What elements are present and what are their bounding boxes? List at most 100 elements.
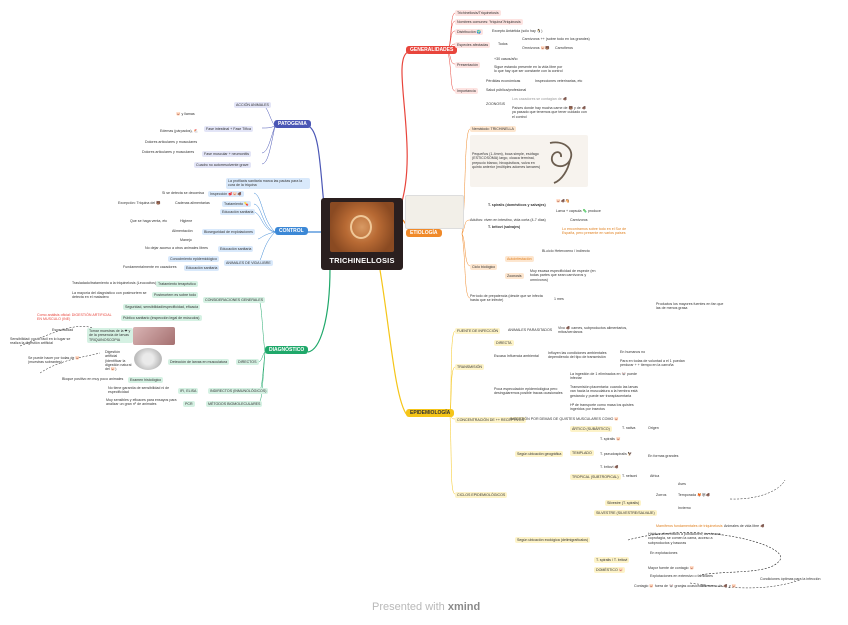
etio-item[interactable]: 🐷🐗🐴	[556, 199, 570, 203]
epi-item[interactable]: Mamíferos fundamentales de triquinelosis	[656, 524, 723, 528]
etio-item[interactable]: Muy escasa especificidad de especie (en …	[530, 269, 596, 282]
etio-item[interactable]: Ciclo biológico	[470, 264, 498, 271]
etio-item[interactable]: T. spiralis (domésticos y salvajes)	[488, 203, 546, 207]
epi-item[interactable]: Escasa Influencia ambiental	[494, 354, 539, 358]
gen-item[interactable]: Salud pública/profesional	[486, 88, 527, 92]
pat-item[interactable]: Edemas (párpados), 🐔	[160, 129, 199, 133]
epi-item[interactable]: CICLOS EPIDEMIOLÓGICOS	[455, 492, 508, 499]
etio-item[interactable]: Autoinfestación	[505, 256, 534, 263]
gen-item[interactable]: Omnívoros 🐷🐻	[522, 46, 550, 50]
gen-item[interactable]: Carnívoros ++ (sobre todo en los grandes…	[522, 37, 590, 41]
epi-item[interactable]: Para en todas de voluntad a el 1 puedan …	[620, 359, 685, 368]
epi-item[interactable]: En formas grandes	[648, 454, 679, 458]
epi-item[interactable]: T. britovi 🐗	[600, 465, 619, 469]
diag-item[interactable]: Postmortem es sobre todo	[152, 292, 199, 299]
branch-control[interactable]: CONTROL	[275, 227, 308, 236]
epi-item[interactable]: Silvestre (T. spiralis)	[605, 500, 642, 507]
epi-item[interactable]: Invierno	[678, 506, 691, 510]
diag-item[interactable]: Examen histológico	[128, 377, 164, 384]
ctrl-item[interactable]: Educación sanitaria	[184, 265, 220, 272]
epi-item[interactable]: T. spiralis 🐷	[600, 437, 621, 441]
epi-item[interactable]: T. nativa	[622, 426, 636, 430]
ctrl-item[interactable]: La profilaxis sanitaria marca las pautas…	[226, 178, 310, 189]
diag-item[interactable]: Tratamiento terapéutico	[156, 281, 198, 288]
gen-item[interactable]: Especies afectadas	[455, 42, 491, 49]
etio-item[interactable]: Larva + capsula 🦠 produce	[556, 209, 601, 213]
gen-item[interactable]: Pérdidas económicas	[486, 79, 521, 83]
diag-item[interactable]: Público sanitario (inspección legal de m…	[121, 315, 202, 322]
etio-item[interactable]: Lo encontramos sobre todo en el Sur de E…	[562, 227, 627, 236]
diag-item[interactable]: Muy sensibles y eficaces para ensayos pa…	[106, 398, 177, 407]
ctrl-item[interactable]: ANIMALES DE VIDA LIBRE	[224, 260, 273, 267]
epi-item[interactable]: Animales de vida libre 🐗	[724, 524, 765, 528]
epi-item[interactable]: Temporada 🦊🐺🐗	[678, 493, 711, 497]
epi-item[interactable]: Zorros	[656, 493, 667, 497]
branch-patogenia[interactable]: PATOGENIA	[274, 120, 311, 129]
diag-item[interactable]: Como análisis oficial: DIGESTIÓN ARTIFIC…	[37, 313, 112, 322]
diag-item[interactable]: Bloque positivo en muy poco animales	[62, 377, 124, 381]
diag-item[interactable]: Trasladado/tratamiento a la triquinelosi…	[72, 281, 157, 285]
ctrl-item[interactable]: Cadenas alimentarias	[175, 201, 210, 205]
epi-item[interactable]: Origen	[648, 426, 659, 430]
diag-item[interactable]: Se puede hacer por todas de 🐷 (muestras …	[28, 356, 80, 365]
epi-item[interactable]: Vivo 🐗 carnes, subproductos alimentarios…	[558, 326, 628, 335]
etio-item[interactable]: T. britovi (salvajes)	[488, 225, 521, 229]
epi-item[interactable]: Mayor fuente de contagio 🐷	[648, 566, 695, 570]
pat-item[interactable]: Cuadro no autorresolvente grave	[194, 162, 251, 169]
epi-item[interactable]: Hábitos alimenticios a pobladores, carní…	[648, 532, 722, 545]
branch-diagnostico[interactable]: DIAGNÓSTICO	[265, 346, 309, 355]
epi-item[interactable]: FUENTE DE INFECCIÓN	[455, 328, 501, 335]
etio-item[interactable]: Adultos: viven en intestino, vida corta …	[470, 218, 546, 222]
diag-item[interactable]: Especificidad	[52, 328, 74, 332]
branch-generalidades[interactable]: GENERALIDADES	[406, 46, 458, 55]
pat-item[interactable]: Fase intestinal + Fase Tífica	[204, 126, 253, 133]
epi-item[interactable]: DOMÉSTICO 🐷	[594, 567, 626, 574]
diag-item[interactable]: CONSIDERACIONES GENERALES	[203, 297, 266, 304]
etio-item[interactable]: Período de prepatencia (desde que se inf…	[470, 294, 543, 303]
ctrl-item[interactable]: Excepción: Triquina del 🐻	[118, 201, 161, 205]
diag-item[interactable]: Sensibilidad: por lo fácil en lo lugar s…	[10, 337, 71, 346]
ctrl-item[interactable]: Si se detecta se decomisa	[162, 191, 204, 195]
epi-item[interactable]: Poca especulación epidemiológica pero de…	[494, 387, 563, 396]
epi-item[interactable]: ÁRTICO (SUBÁRTICO)	[570, 426, 612, 433]
gen-item[interactable]: Distribución 🌍	[455, 29, 484, 36]
etio-item[interactable]: Nemátodo: TRICHINELLA	[470, 126, 516, 133]
diag-item[interactable]: Tomar muestras de la ❤ y de la presencia…	[87, 328, 133, 343]
gen-item[interactable]: Sigue estando presente en la vida libre …	[494, 65, 563, 74]
epi-item[interactable]: Contagio 🐷 fuera de 🐭 granjas ocasionale…	[634, 584, 707, 588]
epi-item[interactable]: TEMPLADO	[570, 450, 594, 457]
epi-item[interactable]: TROPICAL (SUBTROPICAL)	[570, 474, 621, 481]
epi-item[interactable]: Según ubicación ecológica (delimigrafíca…	[515, 537, 591, 544]
ctrl-item[interactable]: Tratamiento 💊	[222, 201, 251, 208]
ctrl-item[interactable]: Conocimiento epidemiológico	[168, 256, 219, 263]
epi-item[interactable]: Aves	[678, 482, 686, 486]
ctrl-item[interactable]: No dejar acceso a otros animales libres	[145, 246, 208, 250]
epi-item[interactable]: Consumo de 🐗 y 🐷	[702, 584, 737, 588]
gen-item[interactable]: Excepto Antártida (sólo hay 🐧)	[492, 29, 543, 33]
pat-item[interactable]: 🐷 y llamas	[176, 112, 195, 116]
gen-item[interactable]: Importancia	[455, 88, 478, 95]
epi-item[interactable]: Africa	[650, 474, 660, 478]
epi-item[interactable]: Explotaciones en extensivo o familiares	[650, 574, 713, 578]
pat-item[interactable]: Dolores articulares y musculares	[142, 150, 195, 154]
branch-etiologia[interactable]: ETIOLOGÍA	[406, 229, 442, 238]
ctrl-item[interactable]: Manejo	[180, 238, 192, 242]
branch-epidemiologia[interactable]: EPIDEMIOLOGÍA	[406, 409, 455, 418]
diag-item[interactable]: PCR	[183, 401, 195, 408]
epi-item[interactable]: TRANSMISIÓN	[455, 364, 484, 371]
gen-item[interactable]: Todos	[498, 42, 508, 46]
gen-item[interactable]: Presentación	[455, 62, 480, 69]
diag-item[interactable]: La mayoría del diagnóstico con postmorte…	[72, 291, 147, 300]
gen-item[interactable]: +30 casos/año	[494, 57, 518, 61]
epi-item[interactable]: T. nelsoni	[622, 474, 638, 478]
diag-item[interactable]: Detección de larvas en musculatura	[168, 359, 230, 366]
gen-item[interactable]: Carroñeros	[555, 46, 573, 50]
ctrl-item[interactable]: Alimentación	[172, 229, 193, 233]
epi-item[interactable]: T. pseudospiralis 🦅	[600, 452, 633, 456]
pat-item[interactable]: Fase muscular + neumonitis	[202, 151, 252, 158]
gen-item[interactable]: Inspecciones veterinarias, etc	[535, 79, 583, 83]
ctrl-item[interactable]: Bioseguridad de explotaciones	[202, 229, 255, 236]
epi-item[interactable]: En explotaciones	[650, 551, 678, 555]
epi-item[interactable]: SILVESTRE (SILVESTRE/SALVAJE)	[594, 510, 657, 517]
diag-item[interactable]: IFI, ELISA	[178, 388, 199, 395]
